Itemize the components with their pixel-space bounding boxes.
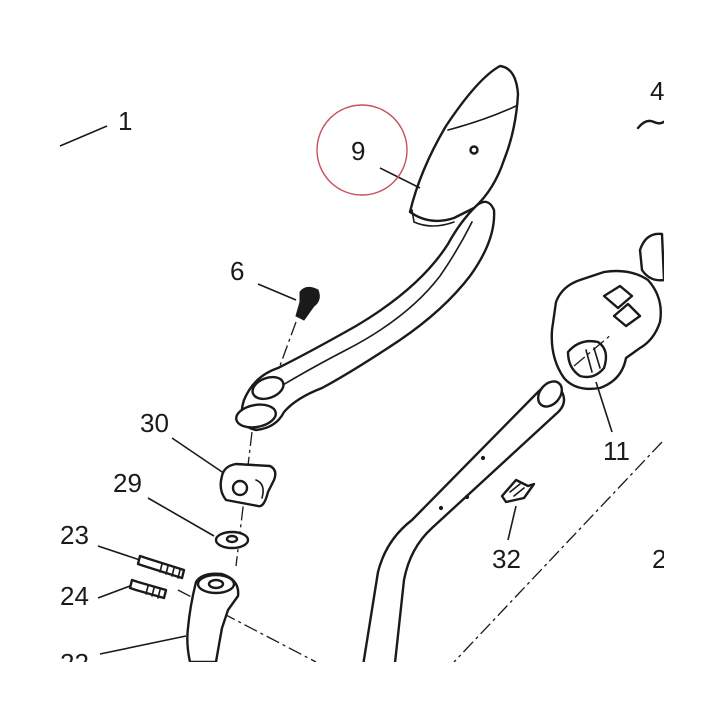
- callout-24[interactable]: 24: [60, 581, 89, 611]
- leader-9: [379, 167, 421, 189]
- bracket-30-slot: [255, 479, 264, 499]
- bracket-30[interactable]: [219, 462, 277, 508]
- handlebar-end: [536, 380, 564, 408]
- right-control-fragment: [638, 232, 666, 282]
- highlight-circle: [316, 104, 408, 196]
- screw-6[interactable]: [295, 286, 320, 321]
- leader-32: [507, 505, 517, 541]
- leader-11: [595, 381, 613, 433]
- callout-9[interactable]: 9: [351, 136, 365, 166]
- callout-2[interactable]: 2: [652, 544, 666, 574]
- page-bottom-margin: [0, 662, 720, 720]
- lever-blade-tip: [411, 209, 455, 227]
- clamp-body[interactable]: [186, 572, 240, 664]
- brake-lever-ridge: [261, 221, 473, 399]
- bolt-24-thread: [145, 585, 161, 599]
- clip-32[interactable]: [500, 478, 536, 504]
- callout-32[interactable]: 32: [492, 544, 521, 574]
- lever-axis-right: [573, 333, 613, 367]
- leader-1: [59, 125, 108, 147]
- switch-toggle-detail: [585, 347, 601, 373]
- leader-30: [171, 437, 229, 477]
- leader-29: [147, 497, 215, 537]
- leader-24: [97, 585, 131, 599]
- callout-30[interactable]: 30: [140, 408, 169, 438]
- callout-29[interactable]: 29: [113, 468, 142, 498]
- bracket-30-hole: [231, 479, 249, 497]
- bolt-23-thread: [159, 563, 181, 579]
- handlebar-hole-3: [438, 505, 444, 511]
- washer-29-hole: [225, 534, 239, 544]
- clip-32-detail: [509, 483, 525, 497]
- leader-22: [99, 635, 187, 655]
- edge-part-fragment: [636, 116, 670, 130]
- leader-23: [97, 545, 141, 561]
- handlebar-hole: [464, 494, 470, 500]
- callout-4[interactable]: 4: [650, 76, 664, 106]
- callout-11[interactable]: 11: [603, 436, 630, 466]
- callout-6[interactable]: 6: [230, 256, 244, 286]
- assembly-axis-right: [453, 441, 663, 663]
- callout-23[interactable]: 23: [60, 520, 89, 550]
- screw-6-thread: [297, 307, 307, 317]
- callout-1[interactable]: 1: [118, 106, 132, 136]
- leader-6: [257, 283, 297, 301]
- lever-pivot: [251, 375, 285, 401]
- switch-button-2: [612, 302, 642, 328]
- switch-button: [602, 284, 634, 310]
- lever-blade-split: [447, 105, 517, 131]
- lever-blade-hole: [469, 145, 479, 155]
- lever-blade[interactable]: [408, 64, 520, 223]
- handlebar-hole-2: [480, 455, 486, 461]
- handlebar[interactable]: [360, 383, 566, 674]
- brake-lever[interactable]: [240, 200, 496, 432]
- clamp-body-hole: [207, 578, 225, 590]
- switch-housing[interactable]: [550, 269, 662, 391]
- switch-toggle: [566, 339, 608, 379]
- page-right-margin: [664, 0, 720, 720]
- lever-pivot-base: [235, 403, 277, 429]
